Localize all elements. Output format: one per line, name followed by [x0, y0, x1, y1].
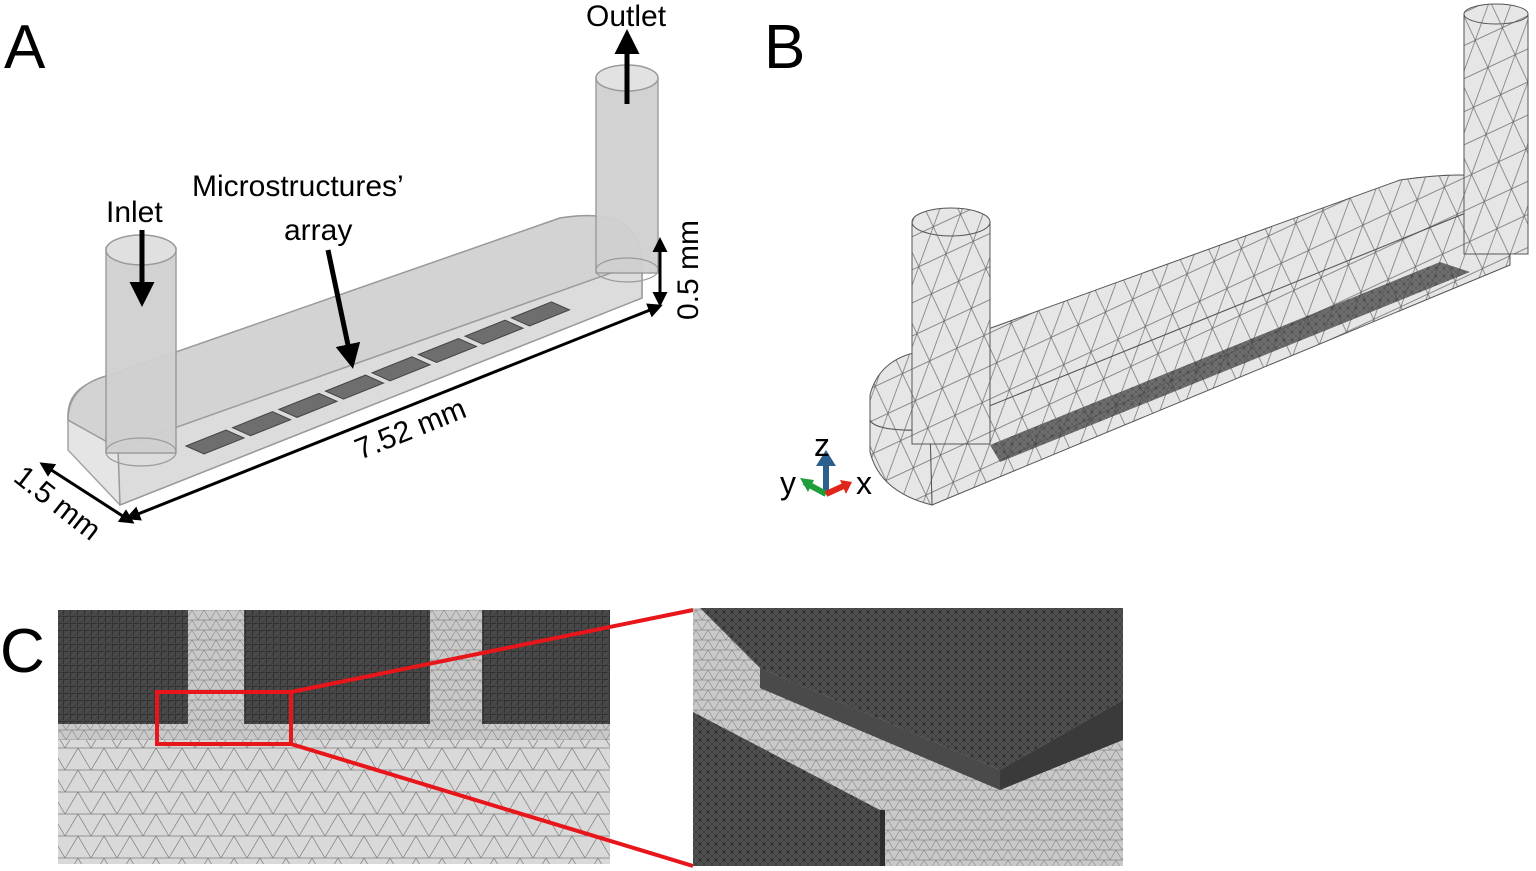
axis-triad: z y x [780, 427, 872, 501]
microstructure-block-1 [58, 610, 188, 724]
zoom-connector-top [290, 608, 694, 694]
zoom-block-top-face [700, 608, 1123, 770]
panel-a-letter: A [4, 13, 46, 82]
panel-c-letter: C [0, 617, 45, 686]
zoom-block-side-face [1000, 700, 1123, 790]
mesh-inlet-column [911, 207, 991, 445]
axis-z-label: z [814, 427, 830, 463]
zoom-lower-block-side [880, 810, 885, 866]
panel-c: C [0, 608, 1123, 868]
array-label-line1: Microstructures’ [192, 170, 404, 203]
mesh-channel-end-face [869, 395, 933, 506]
mesh-dense-region [990, 262, 1470, 462]
zoom-highlight-box [155, 690, 293, 746]
microstructure-block-3 [482, 610, 610, 724]
array-label-line2: array [284, 214, 352, 247]
panel-a: A Inlet Outlet Microstruc [4, 0, 705, 547]
outlet-tube [595, 64, 659, 283]
mesh-zoom-right [693, 608, 1123, 866]
panel-b: B z y x [764, 3, 1529, 506]
zoom-lower-block-face [693, 712, 880, 866]
panel-b-letter: B [764, 13, 805, 82]
microstructure-block-2 [244, 610, 430, 724]
zoom-block-front-face [760, 668, 1000, 790]
mesh-outlet-column [1463, 3, 1529, 255]
zoom-connector-bottom [290, 742, 694, 868]
height-label: 0.5 mm [672, 220, 705, 320]
axis-x-label: x [856, 465, 872, 501]
outlet-label: Outlet [586, 0, 667, 33]
length-dimension-line [125, 303, 663, 521]
width-dimension-line [39, 462, 135, 524]
mesh-topview-left [58, 610, 610, 864]
axis-y-label: y [780, 465, 796, 501]
inlet-label: Inlet [106, 196, 163, 229]
